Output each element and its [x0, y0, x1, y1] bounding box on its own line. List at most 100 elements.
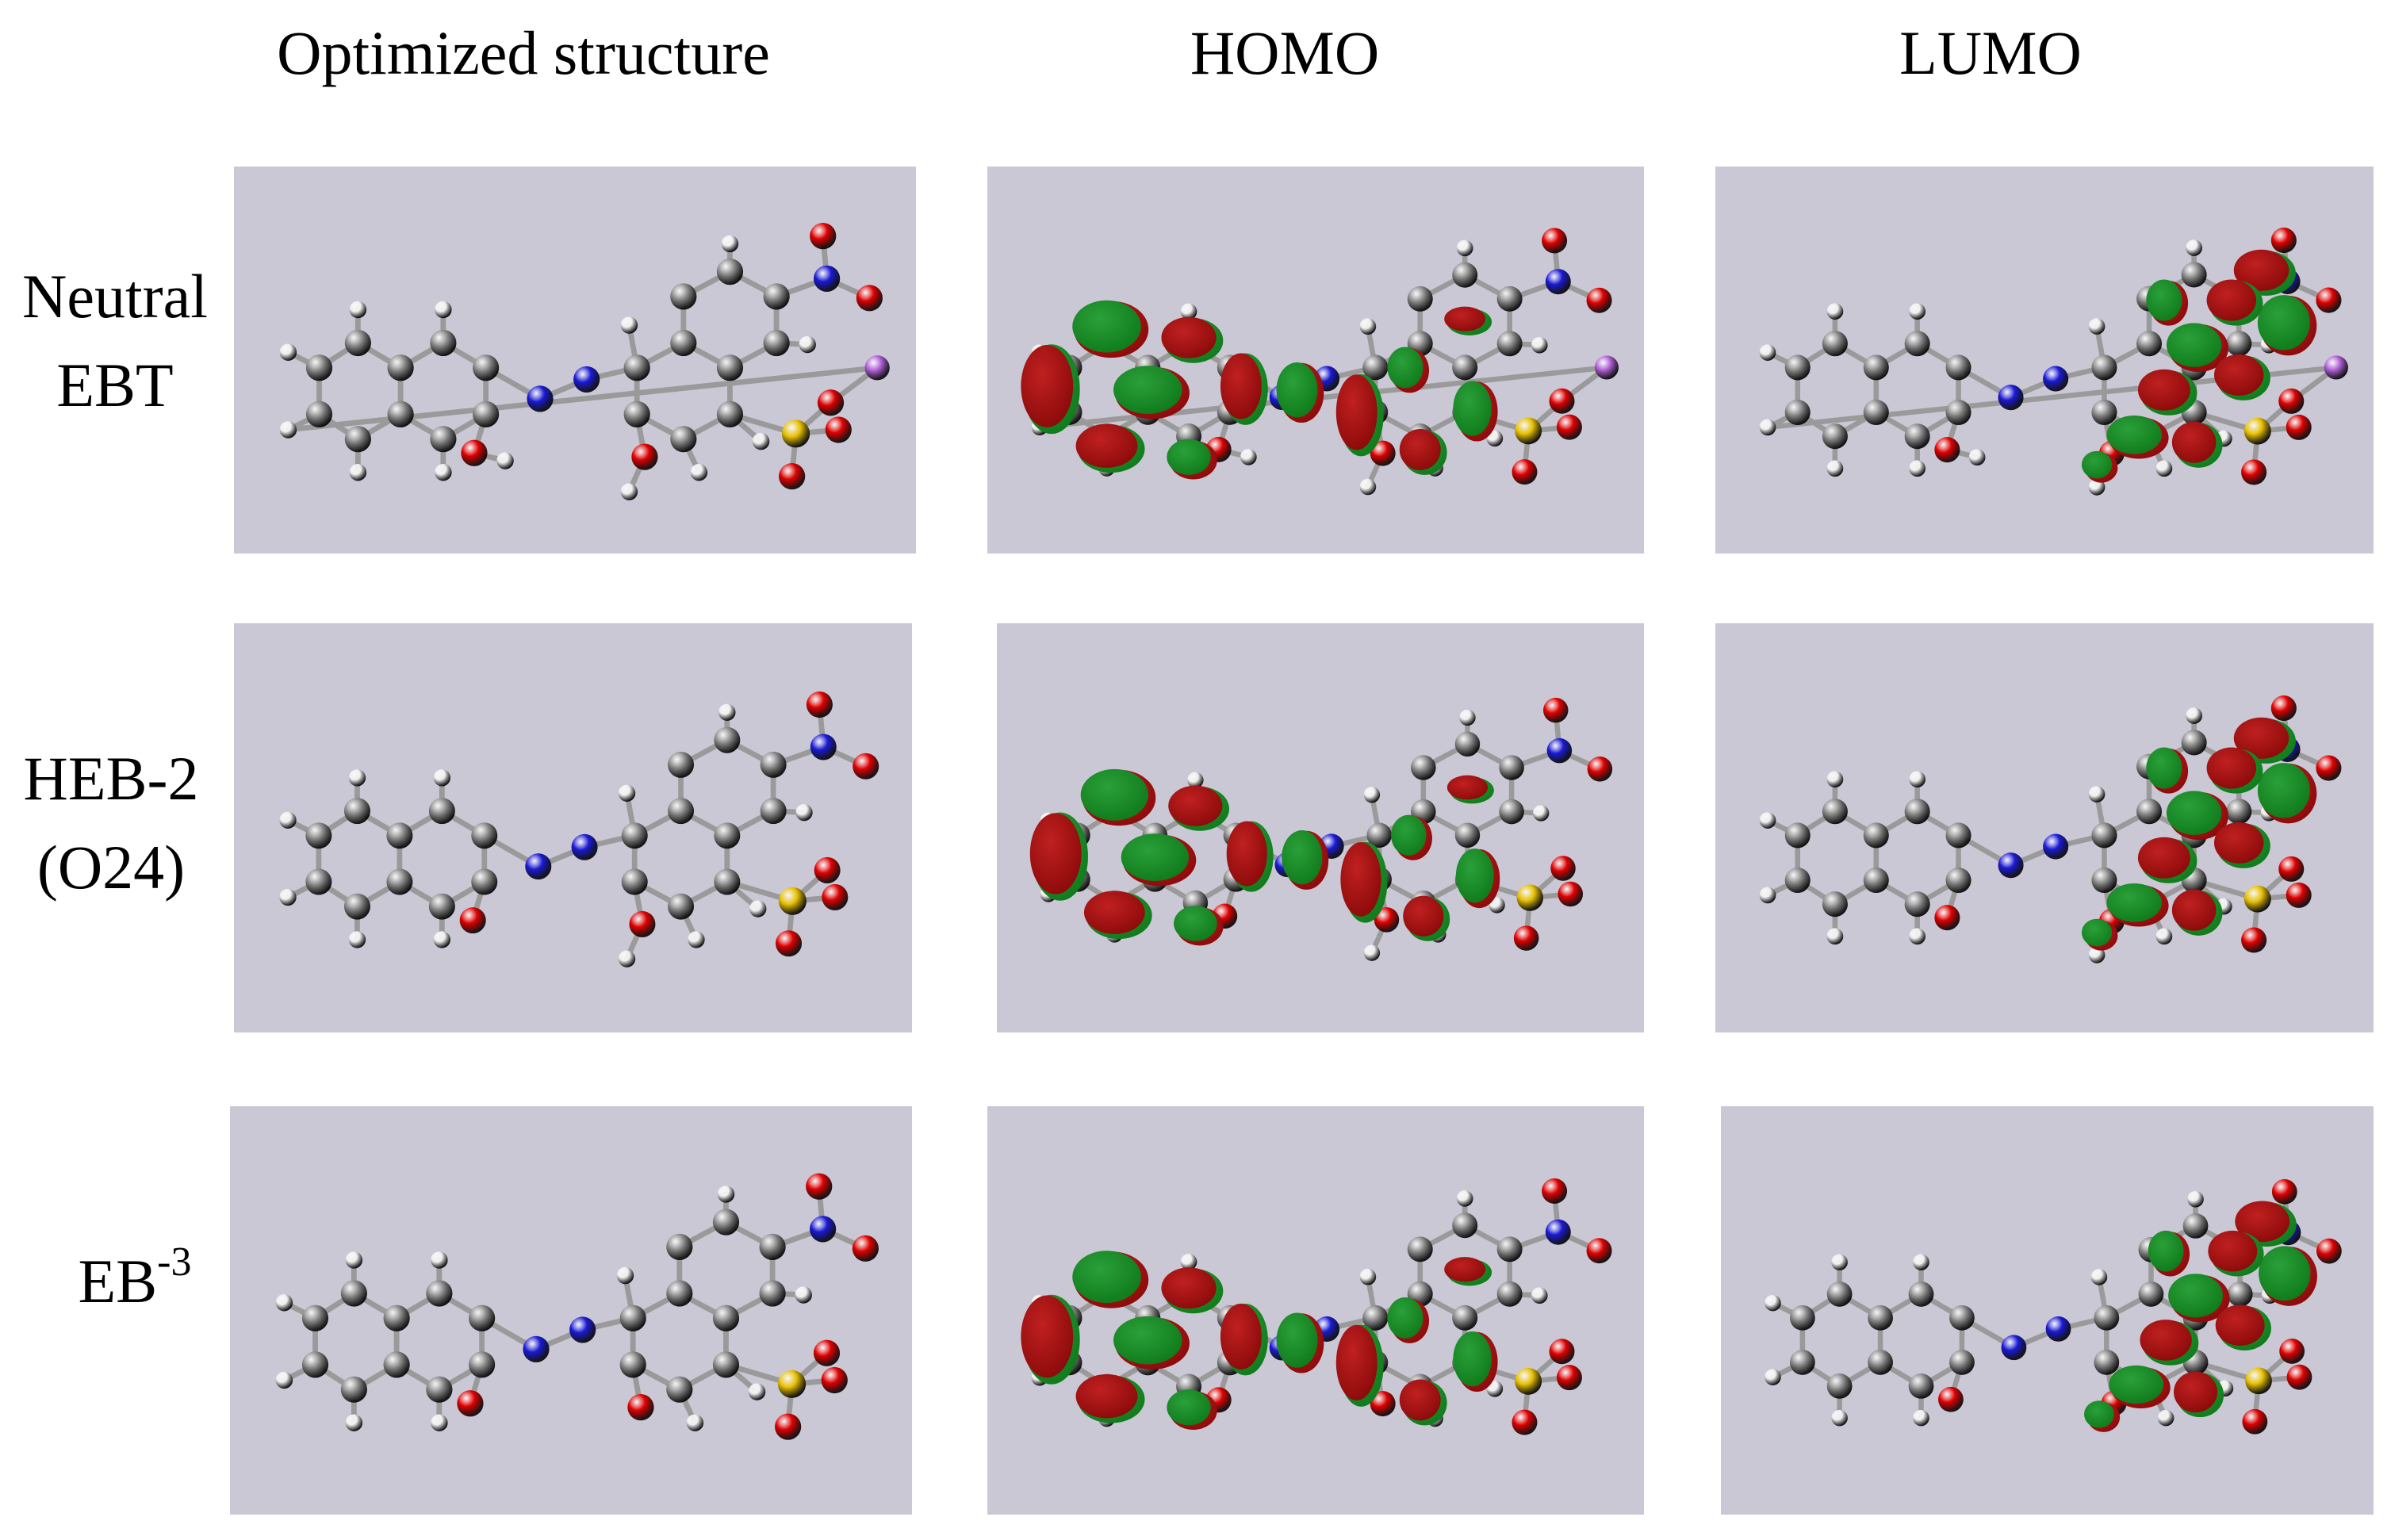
o-atom	[1542, 697, 1569, 723]
sodium-atom	[1594, 355, 1619, 380]
c-atom	[1789, 1304, 1815, 1331]
o-atom	[627, 1394, 654, 1421]
sodium-atom	[864, 355, 890, 381]
h-atom	[795, 803, 813, 822]
n-atom	[2043, 833, 2069, 860]
c-atom	[340, 1280, 367, 1307]
h-atom	[1486, 1380, 1504, 1397]
o-atom	[1938, 1386, 1964, 1412]
molecule-svg	[279, 223, 890, 500]
n-atom	[2043, 366, 2069, 392]
h-atom	[2186, 239, 2203, 256]
c-atom	[1499, 799, 1524, 825]
h-atom	[749, 900, 767, 917]
orbital-lobe-positive	[1446, 775, 1489, 800]
molecule-svg	[279, 691, 879, 967]
orbital-lobe-positive	[1161, 1267, 1217, 1309]
n-atom	[571, 833, 598, 860]
row-label-line1: Neutral	[22, 262, 208, 331]
orbital-lobe-positive	[1075, 423, 1138, 468]
h-atom	[748, 1383, 766, 1400]
orbital-lobe-negative	[1113, 366, 1182, 414]
o-atom	[1542, 1178, 1568, 1204]
c-atom	[1822, 799, 1848, 825]
o-atom	[1586, 1238, 1612, 1264]
lumo-lobes	[2081, 249, 2317, 483]
o-atom	[1587, 757, 1613, 782]
h-atom	[1456, 1190, 1473, 1207]
c-atom	[716, 400, 744, 428]
row-label-eb: EB-3	[78, 1239, 192, 1316]
c-atom	[469, 1304, 496, 1331]
orbital-lobe-negative	[2166, 791, 2222, 835]
c-atom	[619, 1304, 646, 1331]
orbital-lobe-positive	[2206, 279, 2257, 321]
c-atom	[1452, 1304, 1478, 1331]
c-atom	[344, 329, 371, 357]
h-atom	[2088, 946, 2106, 963]
o-atom	[1558, 881, 1584, 907]
orbital-lobe-positive	[1168, 785, 1223, 826]
o-atom	[2316, 287, 2342, 313]
h-atom	[275, 1371, 293, 1389]
orbital-lobe-negative	[1113, 1316, 1182, 1365]
h-atom	[1759, 344, 1776, 361]
c-atom	[387, 400, 414, 428]
c-atom	[1496, 285, 1523, 312]
h-atom	[2088, 318, 2106, 335]
n-atom	[527, 385, 554, 412]
c-atom	[2091, 354, 2117, 381]
c-atom	[716, 354, 744, 381]
c-atom	[668, 751, 695, 778]
o-atom	[775, 1413, 802, 1440]
orbital-lobe-positive	[1403, 895, 1444, 937]
c-atom	[759, 1233, 786, 1260]
o-atom	[1512, 1409, 1538, 1435]
c-atom	[343, 893, 370, 920]
h-atom	[1359, 318, 1377, 335]
h-atom	[433, 769, 451, 787]
h-atom	[435, 463, 452, 481]
n-atom	[1545, 1219, 1571, 1245]
o-atom	[1549, 1339, 1575, 1365]
c-atom	[469, 1351, 496, 1378]
c-atom	[1945, 822, 1971, 849]
c-atom	[473, 400, 500, 428]
lumo-lobes	[2084, 1201, 2317, 1432]
orbital-lobe-positive	[1444, 306, 1486, 331]
c-atom	[666, 1233, 693, 1260]
h-atom	[2088, 786, 2106, 803]
h-atom	[2155, 928, 2173, 945]
o-atom	[821, 1366, 848, 1394]
s-atom	[1515, 417, 1542, 445]
orbital-lobe-negative	[2166, 323, 2222, 367]
h-atom	[686, 1414, 704, 1431]
c-atom	[426, 1280, 453, 1307]
h-atom	[1765, 1369, 1781, 1385]
orbital-lobe-positive	[2206, 747, 2257, 789]
h-atom	[1826, 460, 1844, 477]
o-atom	[806, 691, 833, 718]
orbital-lobe-positive	[2208, 1230, 2258, 1272]
header-optimized-structure: Optimized structure	[277, 18, 770, 87]
c-atom	[1784, 354, 1810, 381]
h-atom	[279, 343, 297, 361]
orbital-lobe-positive	[1399, 1379, 1441, 1421]
h-atom	[2090, 1269, 2108, 1285]
c-atom	[1863, 354, 1889, 381]
o-atom	[2286, 1364, 2312, 1390]
c-atom	[668, 798, 695, 825]
c-atom	[666, 1280, 693, 1307]
panel-eb3-lumo	[1721, 1106, 2374, 1515]
c-atom	[1908, 1281, 1934, 1307]
o-atom	[779, 462, 806, 490]
o-atom	[2242, 1408, 2268, 1435]
orbital-lobe-negative	[2084, 1400, 2114, 1428]
h-atom	[721, 235, 739, 253]
h-atom	[1765, 1294, 1781, 1312]
h-atom	[348, 769, 366, 787]
s-atom	[2243, 417, 2271, 445]
orbital-lobe-positive	[2235, 1201, 2290, 1243]
h-atom	[1826, 771, 1844, 788]
orbital-lobe-negative	[1282, 829, 1323, 885]
